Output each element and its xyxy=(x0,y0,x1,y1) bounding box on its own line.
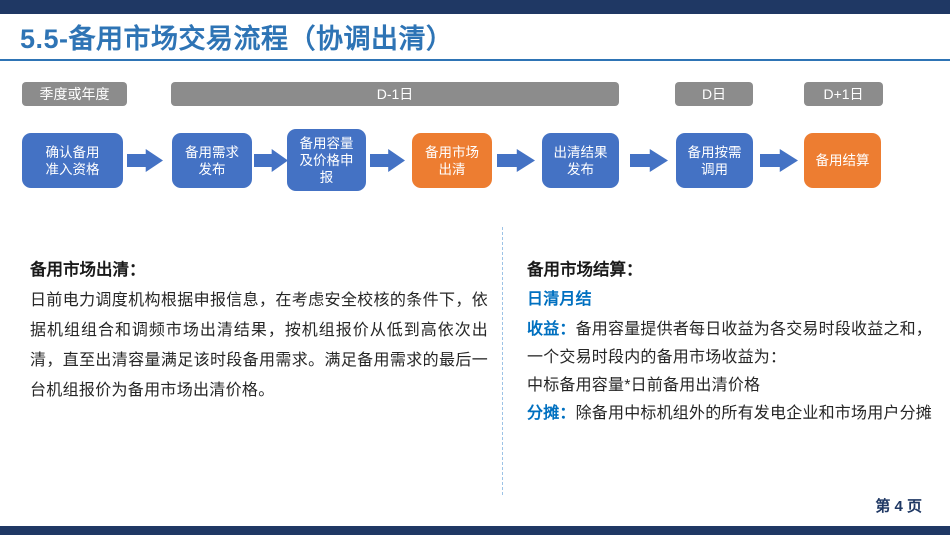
flow-step-capacity-price-bid: 备用容量 及价格申 报 xyxy=(287,129,366,191)
income-label: 收益： xyxy=(527,321,576,338)
arrow-right-icon xyxy=(370,149,405,172)
arrow-right-icon xyxy=(127,149,163,172)
flow-step-dispatch-on-demand: 备用按需 调用 xyxy=(676,133,753,188)
timeline-label-d-plus-1: D+1日 xyxy=(804,82,883,106)
clearing-heading: 备用市场出清： xyxy=(30,261,146,279)
arrow-right-icon xyxy=(760,149,798,172)
income-paragraph: 收益：备用容量提供者每日收益为各交易时段收益之和，一个交易时段内的备用市场收益为… xyxy=(527,316,947,372)
flow-step-market-clearing: 备用市场 出清 xyxy=(412,133,492,188)
top-accent-bar xyxy=(0,0,950,14)
share-paragraph: 分摊：除备用中标机组外的所有发电企业和市场用户分摊 xyxy=(527,400,947,428)
settlement-cycle-text: 日清月结 xyxy=(527,291,592,308)
title-divider xyxy=(0,59,950,61)
flow-step-demand-publish: 备用需求 发布 xyxy=(172,133,252,188)
flow-step-settlement: 备用结算 xyxy=(804,133,881,188)
settlement-heading: 备用市场结算： xyxy=(527,261,643,279)
bottom-accent-bar xyxy=(0,526,950,535)
arrow-right-icon xyxy=(254,149,288,172)
share-text: 除备用中标机组外的所有发电企业和市场用户分摊 xyxy=(575,405,933,422)
settlement-description-panel: 备用市场结算： 日清月结 收益：备用容量提供者每日收益为各交易时段收益之和，一个… xyxy=(527,256,947,428)
page-number: 第 4 页 xyxy=(875,498,922,515)
timeline-label-d-day: D日 xyxy=(675,82,753,106)
column-divider xyxy=(502,227,503,495)
timeline-label-d-minus-1: D-1日 xyxy=(171,82,619,106)
flow-step-confirm-qualification: 确认备用 准入资格 xyxy=(22,133,123,188)
page-title: 5.5-备用市场交易流程（协调出清） xyxy=(20,24,454,54)
arrow-right-icon xyxy=(630,149,668,172)
clearing-body-text: 日前电力调度机构根据申报信息，在考虑安全校核的条件下，依据机组组合和调频市场出清… xyxy=(30,292,488,399)
income-text: 备用容量提供者每日收益为各交易时段收益之和，一个交易时段内的备用市场收益为： xyxy=(527,321,933,366)
timeline-label-quarter-or-year: 季度或年度 xyxy=(22,82,127,106)
income-formula: 中标备用容量*日前备用出清价格 xyxy=(527,377,761,394)
arrow-right-icon xyxy=(497,149,535,172)
share-label: 分摊： xyxy=(527,405,576,422)
clearing-description-panel: 备用市场出清： 日前电力调度机构根据申报信息，在考虑安全校核的条件下，依据机组组… xyxy=(30,256,488,406)
flow-step-result-publish: 出清结果 发布 xyxy=(542,133,619,188)
